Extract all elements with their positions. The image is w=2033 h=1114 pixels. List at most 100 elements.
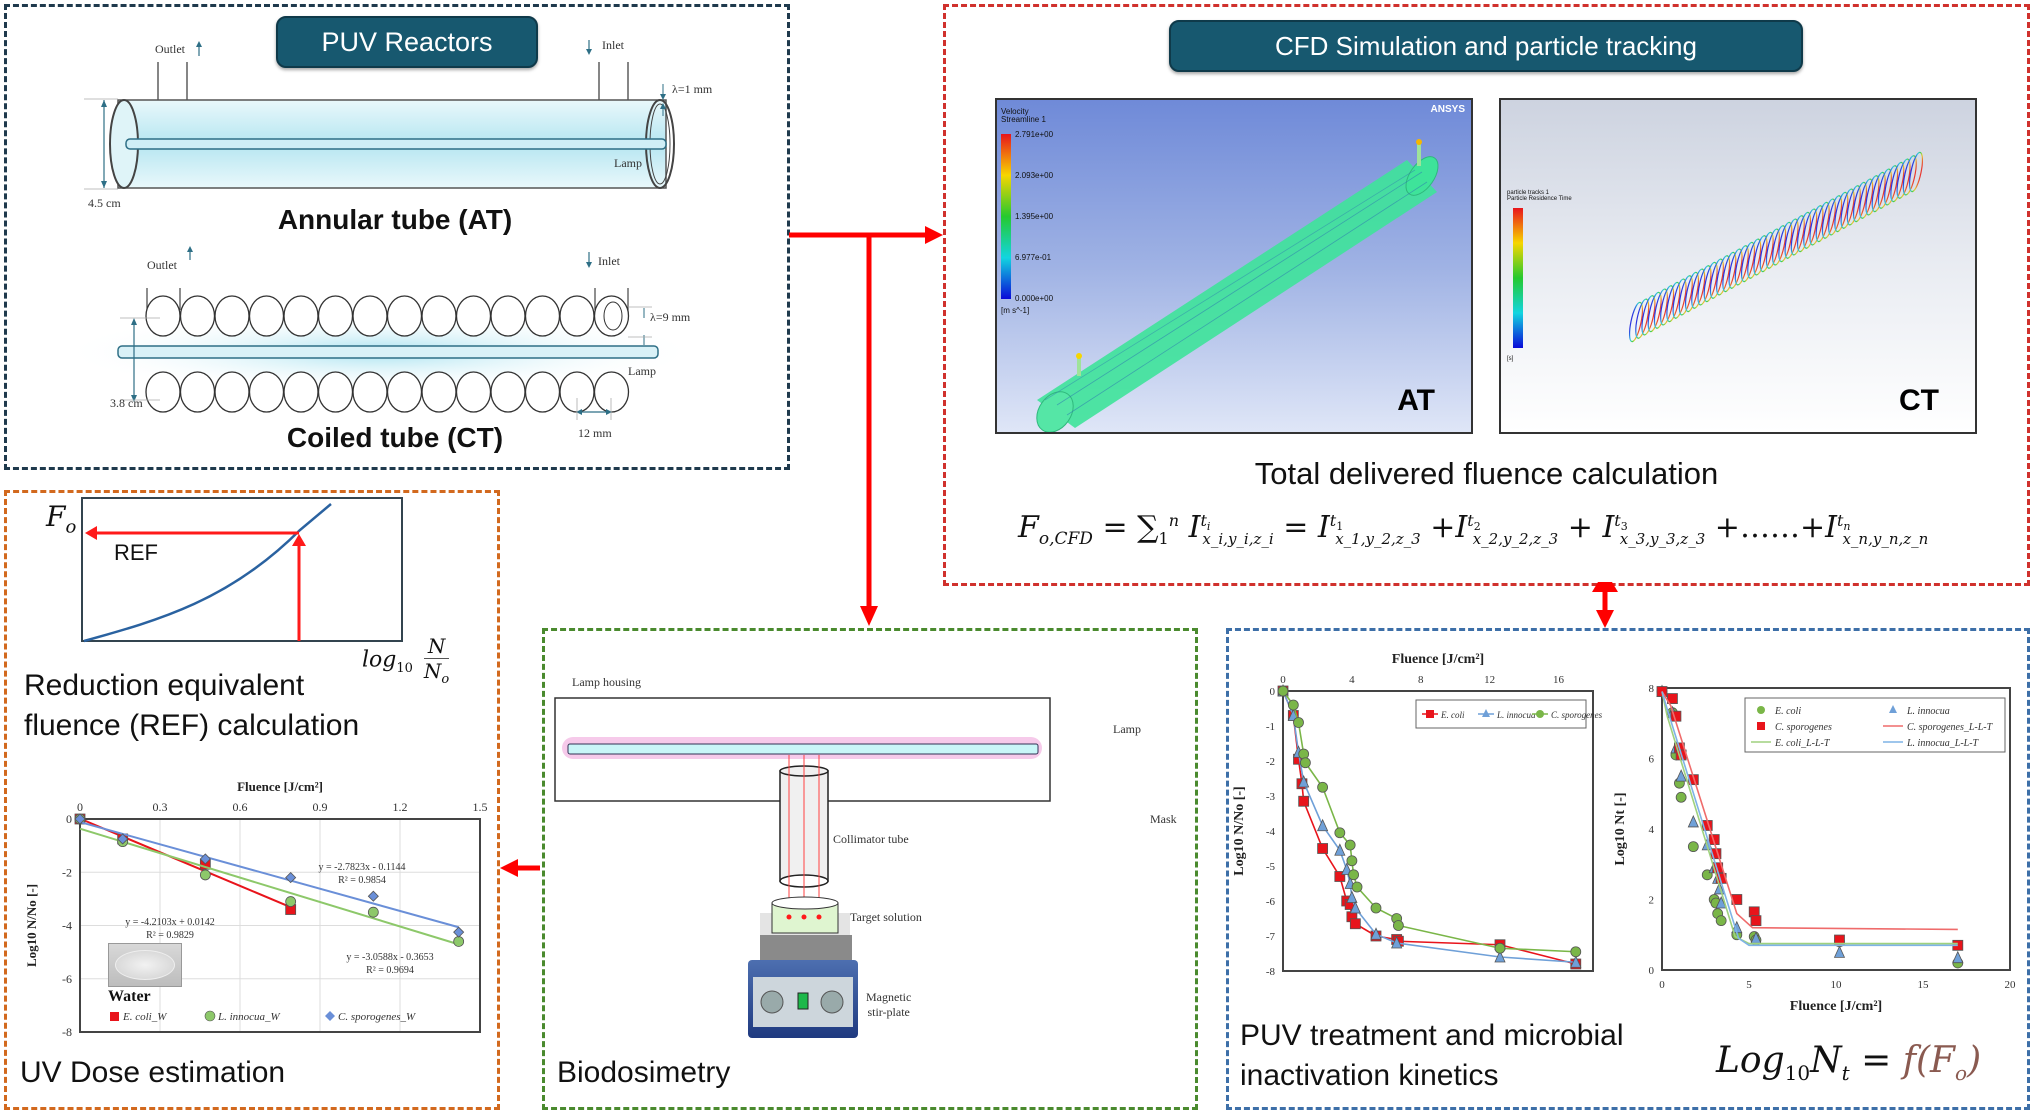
at-lamp xyxy=(125,138,667,150)
eq-term-supsub: 2 xyxy=(1473,520,1481,534)
legend-marker xyxy=(1426,710,1434,718)
helix-loop xyxy=(1778,221,1793,263)
annular-tube-caption: Annular tube (AT) xyxy=(277,204,513,235)
data-point xyxy=(1277,685,1289,697)
helix-loop xyxy=(1628,301,1644,343)
data-point xyxy=(74,813,86,825)
data-point xyxy=(1349,901,1361,914)
helix-loop xyxy=(1859,178,1874,219)
stirrer-power-switch xyxy=(797,992,809,1010)
legend-marker xyxy=(1757,706,1765,714)
data-point xyxy=(117,833,129,845)
helix-loop xyxy=(1672,278,1687,319)
helix-loop xyxy=(1821,198,1836,239)
legend-marker xyxy=(110,1012,119,1021)
legend-label: E. coli_W xyxy=(122,1011,167,1023)
trendline-equation: y = -4.2103x + 0.0142 xyxy=(125,917,215,928)
helix-loop xyxy=(1734,245,1749,286)
data-point xyxy=(1348,869,1360,881)
data-point xyxy=(1750,915,1762,927)
helix-loop xyxy=(1840,188,1855,229)
trendline xyxy=(79,827,459,946)
ct-particle-track-helix xyxy=(1628,151,1924,343)
helix-loop xyxy=(1697,265,1712,306)
ref-uvdose-panel xyxy=(4,490,500,1110)
y-tick-label: -4 xyxy=(1266,826,1276,838)
arrow-head-bio xyxy=(860,606,878,626)
puv-reactors-panel xyxy=(4,4,790,470)
x-tick-label: 1.2 xyxy=(393,800,408,814)
helix-loop xyxy=(1740,241,1756,283)
data-point xyxy=(453,926,465,938)
helix-loop xyxy=(1709,258,1724,299)
puv-reactors-title: PUV Reactors xyxy=(276,16,538,68)
ct-time-colorbar xyxy=(1513,208,1523,348)
fit-curve xyxy=(1661,691,1958,947)
water-inset-image xyxy=(108,943,182,987)
mask-label: Mask xyxy=(1150,812,1177,826)
eq-term-sup: t xyxy=(1614,511,1621,530)
at-diameter-label: 4.5 cm xyxy=(88,196,121,210)
ct-coils-bottom xyxy=(145,371,630,413)
y-tick-label: 8 xyxy=(1649,683,1655,695)
eq-term-supsub: n xyxy=(1843,520,1851,534)
kinetics-panel xyxy=(1226,628,2030,1110)
helix-loop xyxy=(1828,195,1843,236)
eq-term-sub: x_2,y_2,z_3 xyxy=(1472,530,1559,548)
lamp-housing-label: Lamp housing xyxy=(572,675,641,689)
legend-label: C. sporogenes xyxy=(1775,722,1832,733)
ct-lamp xyxy=(117,345,659,359)
helix-loop xyxy=(1815,201,1830,243)
helix-loop xyxy=(1716,255,1731,296)
biodosimetry-panel xyxy=(542,628,1198,1110)
biodosimetry-diagram xyxy=(554,697,1051,1038)
eq-term-sup: t xyxy=(1329,511,1337,530)
cfd-title: CFD Simulation and particle tracking xyxy=(1169,20,1803,72)
y-tick-label: -6 xyxy=(1266,896,1276,908)
data-point xyxy=(285,896,297,907)
legend-label: L. innocua_L-L-T xyxy=(1906,738,1980,749)
helix-loop xyxy=(1902,155,1917,196)
helix-loop xyxy=(1784,218,1799,259)
at-legend-tick: 6.977e-01 xyxy=(1015,253,1052,262)
x-tick-label: 20 xyxy=(2005,979,2017,991)
helix-loop xyxy=(1834,191,1849,233)
helix-loop xyxy=(1641,295,1656,336)
data-point xyxy=(1344,839,1356,851)
ref-plot-frame xyxy=(81,497,403,642)
data-point xyxy=(199,853,211,865)
helix-loop xyxy=(1908,151,1924,193)
data-point xyxy=(1715,915,1727,927)
helix-loop xyxy=(1703,261,1718,303)
trendline-r2: R² = 0.9854 xyxy=(338,875,386,886)
legend-label: E. coli xyxy=(1440,710,1465,720)
data-point xyxy=(1293,717,1304,728)
eq-ellipsis: …… xyxy=(1739,510,1800,545)
ct-outlet-label: Outlet xyxy=(147,258,177,272)
helix-loop xyxy=(1896,158,1911,199)
legend-label: C. sporogenes xyxy=(1551,710,1603,720)
data-point xyxy=(1833,945,1846,958)
helix-loop xyxy=(1772,225,1787,266)
ct-inlet-label: Inlet xyxy=(598,254,620,268)
bio-lamp-label: Lamp xyxy=(1113,722,1141,736)
data-point xyxy=(1570,955,1582,968)
data-point xyxy=(1351,881,1363,893)
helix-loop xyxy=(1747,238,1762,279)
data-point xyxy=(1952,950,1964,964)
y-tick-label: -5 xyxy=(1266,861,1276,873)
helix-loop xyxy=(1759,231,1774,273)
at-legend-tick: 0.000e+00 xyxy=(1015,294,1054,303)
helix-loop xyxy=(1660,285,1675,326)
x-tick-label: 15 xyxy=(1918,979,1930,991)
x-tick-label: 8 xyxy=(1418,674,1424,686)
at-legend-unit: [m s^-1] xyxy=(1001,306,1030,315)
bio-lamp xyxy=(567,743,1039,755)
x-tick-label: 0.6 xyxy=(233,800,248,814)
eq-lhs: F xyxy=(1018,510,1039,545)
trendline-equation: y = -3.0588x - 0.3653 xyxy=(346,952,433,963)
annular-tube-diagram xyxy=(60,40,700,420)
